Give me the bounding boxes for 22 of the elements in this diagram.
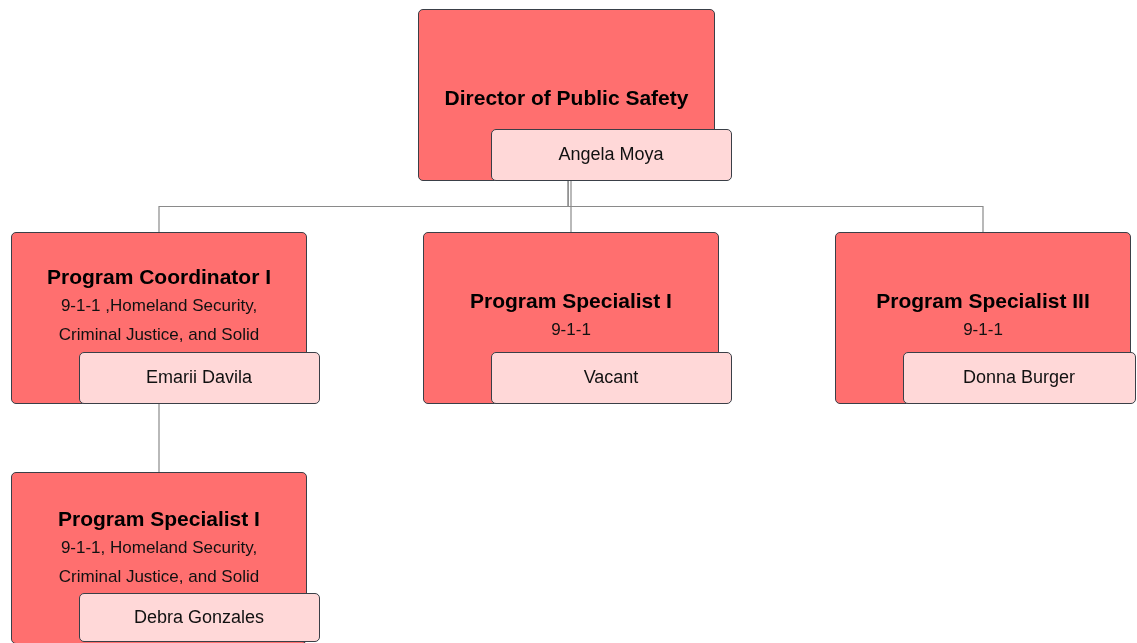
person-name: Angela Moya	[558, 144, 664, 165]
person-name: Debra Gonzales	[133, 606, 265, 628]
role-description: 9-1-1	[550, 319, 592, 341]
person-name: Donna Burger	[962, 367, 1076, 388]
name-box	[490, 128, 732, 181]
role-description: 9-1-1	[962, 319, 1004, 341]
role-title: Program Specialist I	[470, 288, 672, 314]
name-box	[490, 351, 732, 404]
role-description: 9-1-1, Homeland Security, Criminal Justice, and Solid	[57, 537, 261, 588]
role-title: Director of Public Safety	[444, 85, 689, 111]
name-box	[902, 351, 1136, 404]
connector-line	[570, 180, 572, 233]
role-title: Program Specialist III	[876, 288, 1090, 314]
role-title: Program Specialist I	[58, 506, 260, 532]
person-name: Emarii Davila	[146, 367, 252, 388]
connector-line	[158, 403, 160, 473]
connector-line	[567, 180, 984, 233]
person-name: Vacant	[583, 367, 639, 388]
role-description: 9-1-1 ,Homeland Security, Criminal Justice, and Solid	[57, 295, 261, 346]
name-box	[78, 351, 320, 404]
name-box	[78, 592, 320, 642]
role-title: Program Coordinator I	[47, 264, 271, 290]
